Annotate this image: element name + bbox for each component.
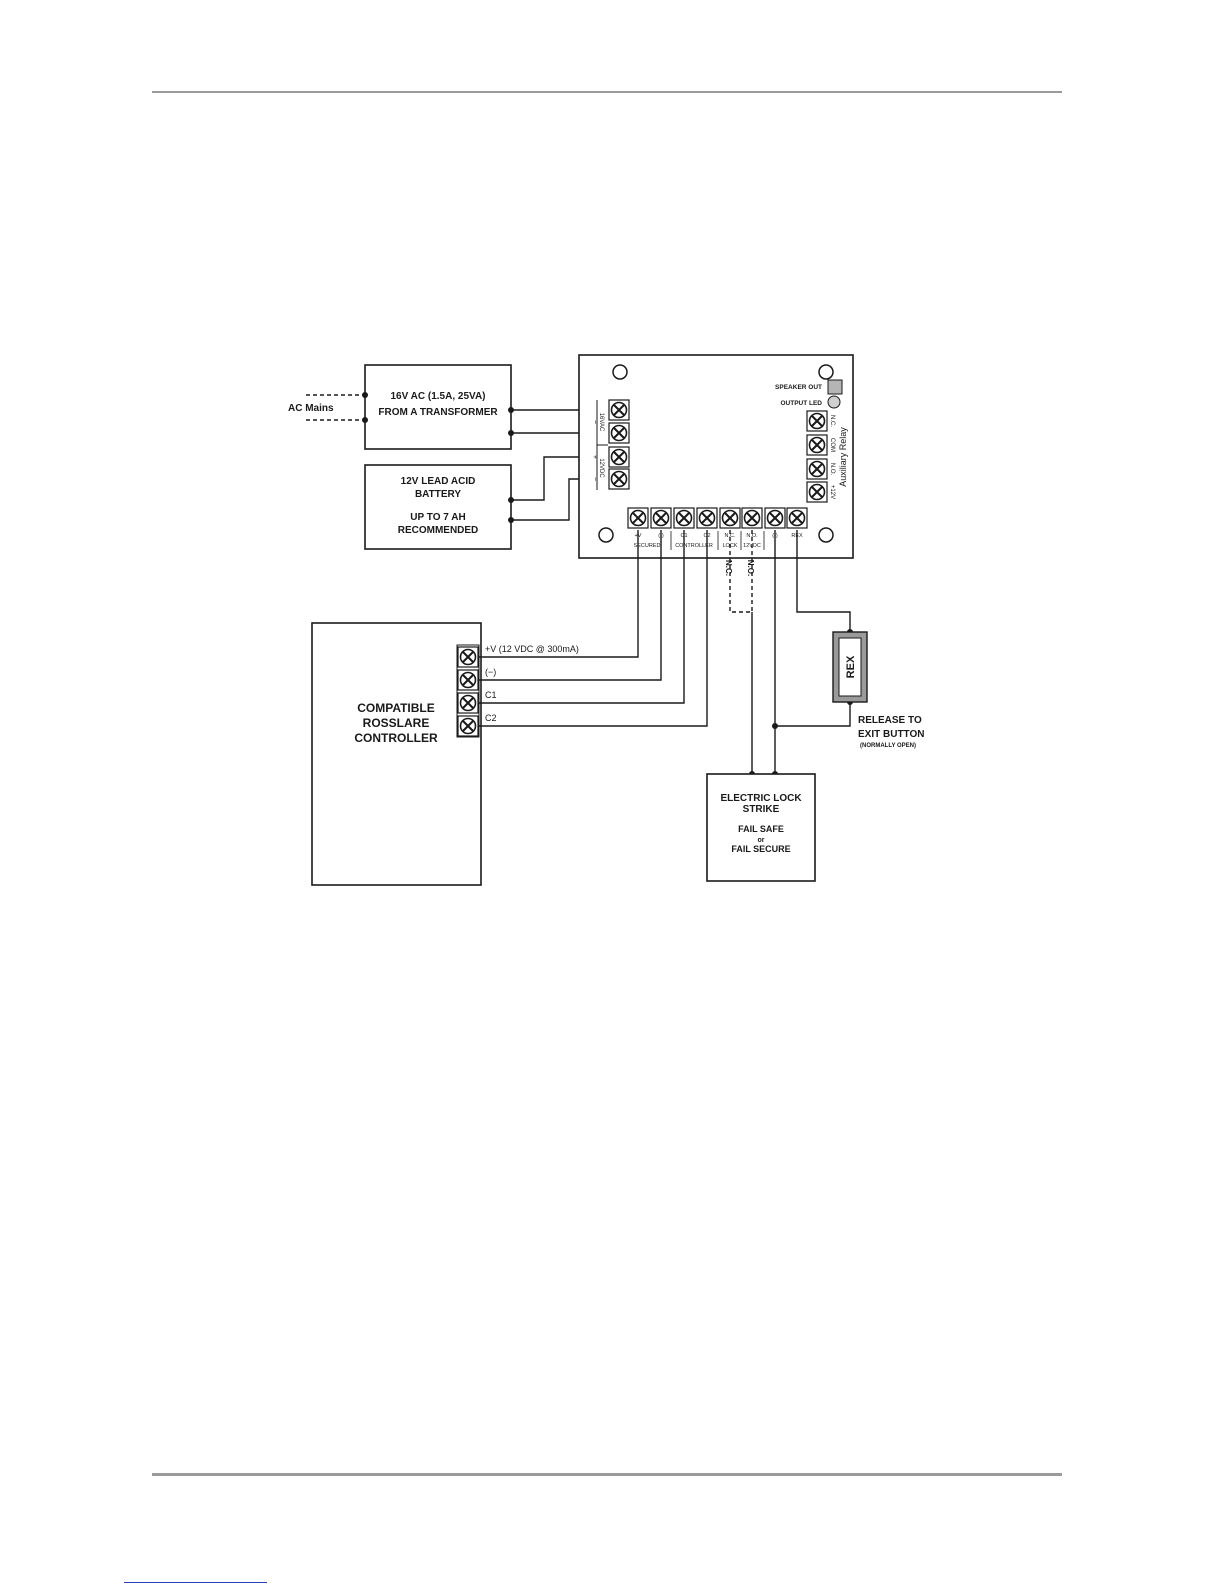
lock-line4: or (758, 837, 765, 844)
lock-line1: ELECTRIC LOCK (720, 793, 802, 804)
battery-box: 12V LEAD ACID BATTERY UP TO 7 AH RECOMME… (364, 464, 512, 550)
lock-wires: N.C. N.O. (724, 530, 778, 777)
transformer-line2: FROM A TRANSFORMER (378, 407, 498, 418)
rex-caption-line3: (NORMALLY OPEN) (860, 743, 916, 749)
aux-terminal-no: N.O. (829, 463, 835, 476)
battery-line3: UP TO 7 AH (410, 512, 465, 523)
footer-rule (152, 1473, 1062, 1476)
transformer-box: 16V AC (1.5A, 25VA) FROM A TRANSFORMER (364, 364, 512, 450)
group-controller-label: CONTROLLER (675, 543, 713, 549)
mount-hole (598, 527, 614, 543)
controller-line3: CONTROLLER (354, 731, 438, 745)
speaker-out-connector (827, 379, 843, 395)
mount-hole (612, 364, 628, 380)
terminal-lock-nc: N.C. (725, 533, 736, 539)
dc-terminal-label: 12VDC (598, 458, 604, 478)
controller-line2: ROSSLARE (363, 716, 430, 730)
output-led-label: OUTPUT LED (780, 400, 822, 407)
battery-line2: BATTERY (415, 489, 461, 500)
controller-terminal-plus-v: +V (12 VDC @ 300mA) (485, 644, 579, 654)
rex-button: REX RELEASE TO EXIT BUTTON (NORMALLY OPE… (775, 530, 924, 749)
speaker-out-label: SPEAKER OUT (775, 384, 822, 391)
rex-caption-line1: RELEASE TO (858, 715, 922, 726)
header-rule (152, 91, 1062, 93)
controller-terminal-minus: (−) (485, 667, 496, 677)
rex-label: REX (845, 655, 857, 678)
battery-line4: RECOMMENDED (398, 525, 479, 536)
output-led (827, 395, 841, 409)
aux-terminal-com: COM (829, 438, 835, 452)
ac-symbol: ~ (591, 420, 598, 424)
mount-hole (818, 527, 834, 543)
lock-line3: FAIL SAFE (738, 824, 784, 834)
transformer-line1: 16V AC (1.5A, 25VA) (390, 391, 485, 402)
controller-terminal-c1: C1 (485, 690, 497, 700)
dc-plus: + (591, 455, 598, 459)
aux-terminal-12v: +12V (829, 485, 835, 499)
lock-line2: STRIKE (743, 804, 780, 815)
control-board: SPEAKER OUT OUTPUT LED 16VAC ~ 12VDC + −… (578, 354, 854, 559)
group-secured-label: SECURED (634, 543, 661, 549)
lock-line5: FAIL SECURE (731, 844, 790, 854)
controller-wires (479, 530, 708, 727)
controller-line1: COMPATIBLE (357, 701, 435, 715)
aux-terminal-nc: N.C. (829, 415, 835, 427)
aux-relay-label: Auxiliary Relay (838, 427, 848, 487)
dc-minus: − (591, 477, 598, 481)
footer-link-underline (124, 1582, 267, 1583)
controller-box: COMPATIBLE ROSSLARE CONTROLLER +V (12 VD… (311, 622, 579, 886)
ac-terminal-label: 16VAC (598, 413, 604, 432)
rex-caption-line2: EXIT BUTTON (858, 729, 924, 740)
aux-relay-terminal-block: N.C. COM N.O. +12V Auxiliary Relay (806, 410, 848, 503)
battery-line1: 12V LEAD ACID (401, 476, 476, 487)
controller-terminal-c2: C2 (485, 713, 497, 723)
lock-wire-nc-label: N.C. (724, 560, 733, 576)
terminal-lock-no: N.O. (746, 533, 758, 539)
electric-lock-box: ELECTRIC LOCK STRIKE FAIL SAFE or FAIL S… (706, 773, 816, 882)
mount-hole (818, 364, 834, 380)
power-terminal-block: 16VAC ~ 12VDC + − (591, 399, 630, 490)
ac-mains-label: AC Mains (288, 403, 334, 414)
lock-wire-no-label: N.O. (746, 560, 755, 576)
ac-mains: AC Mains (288, 392, 368, 423)
